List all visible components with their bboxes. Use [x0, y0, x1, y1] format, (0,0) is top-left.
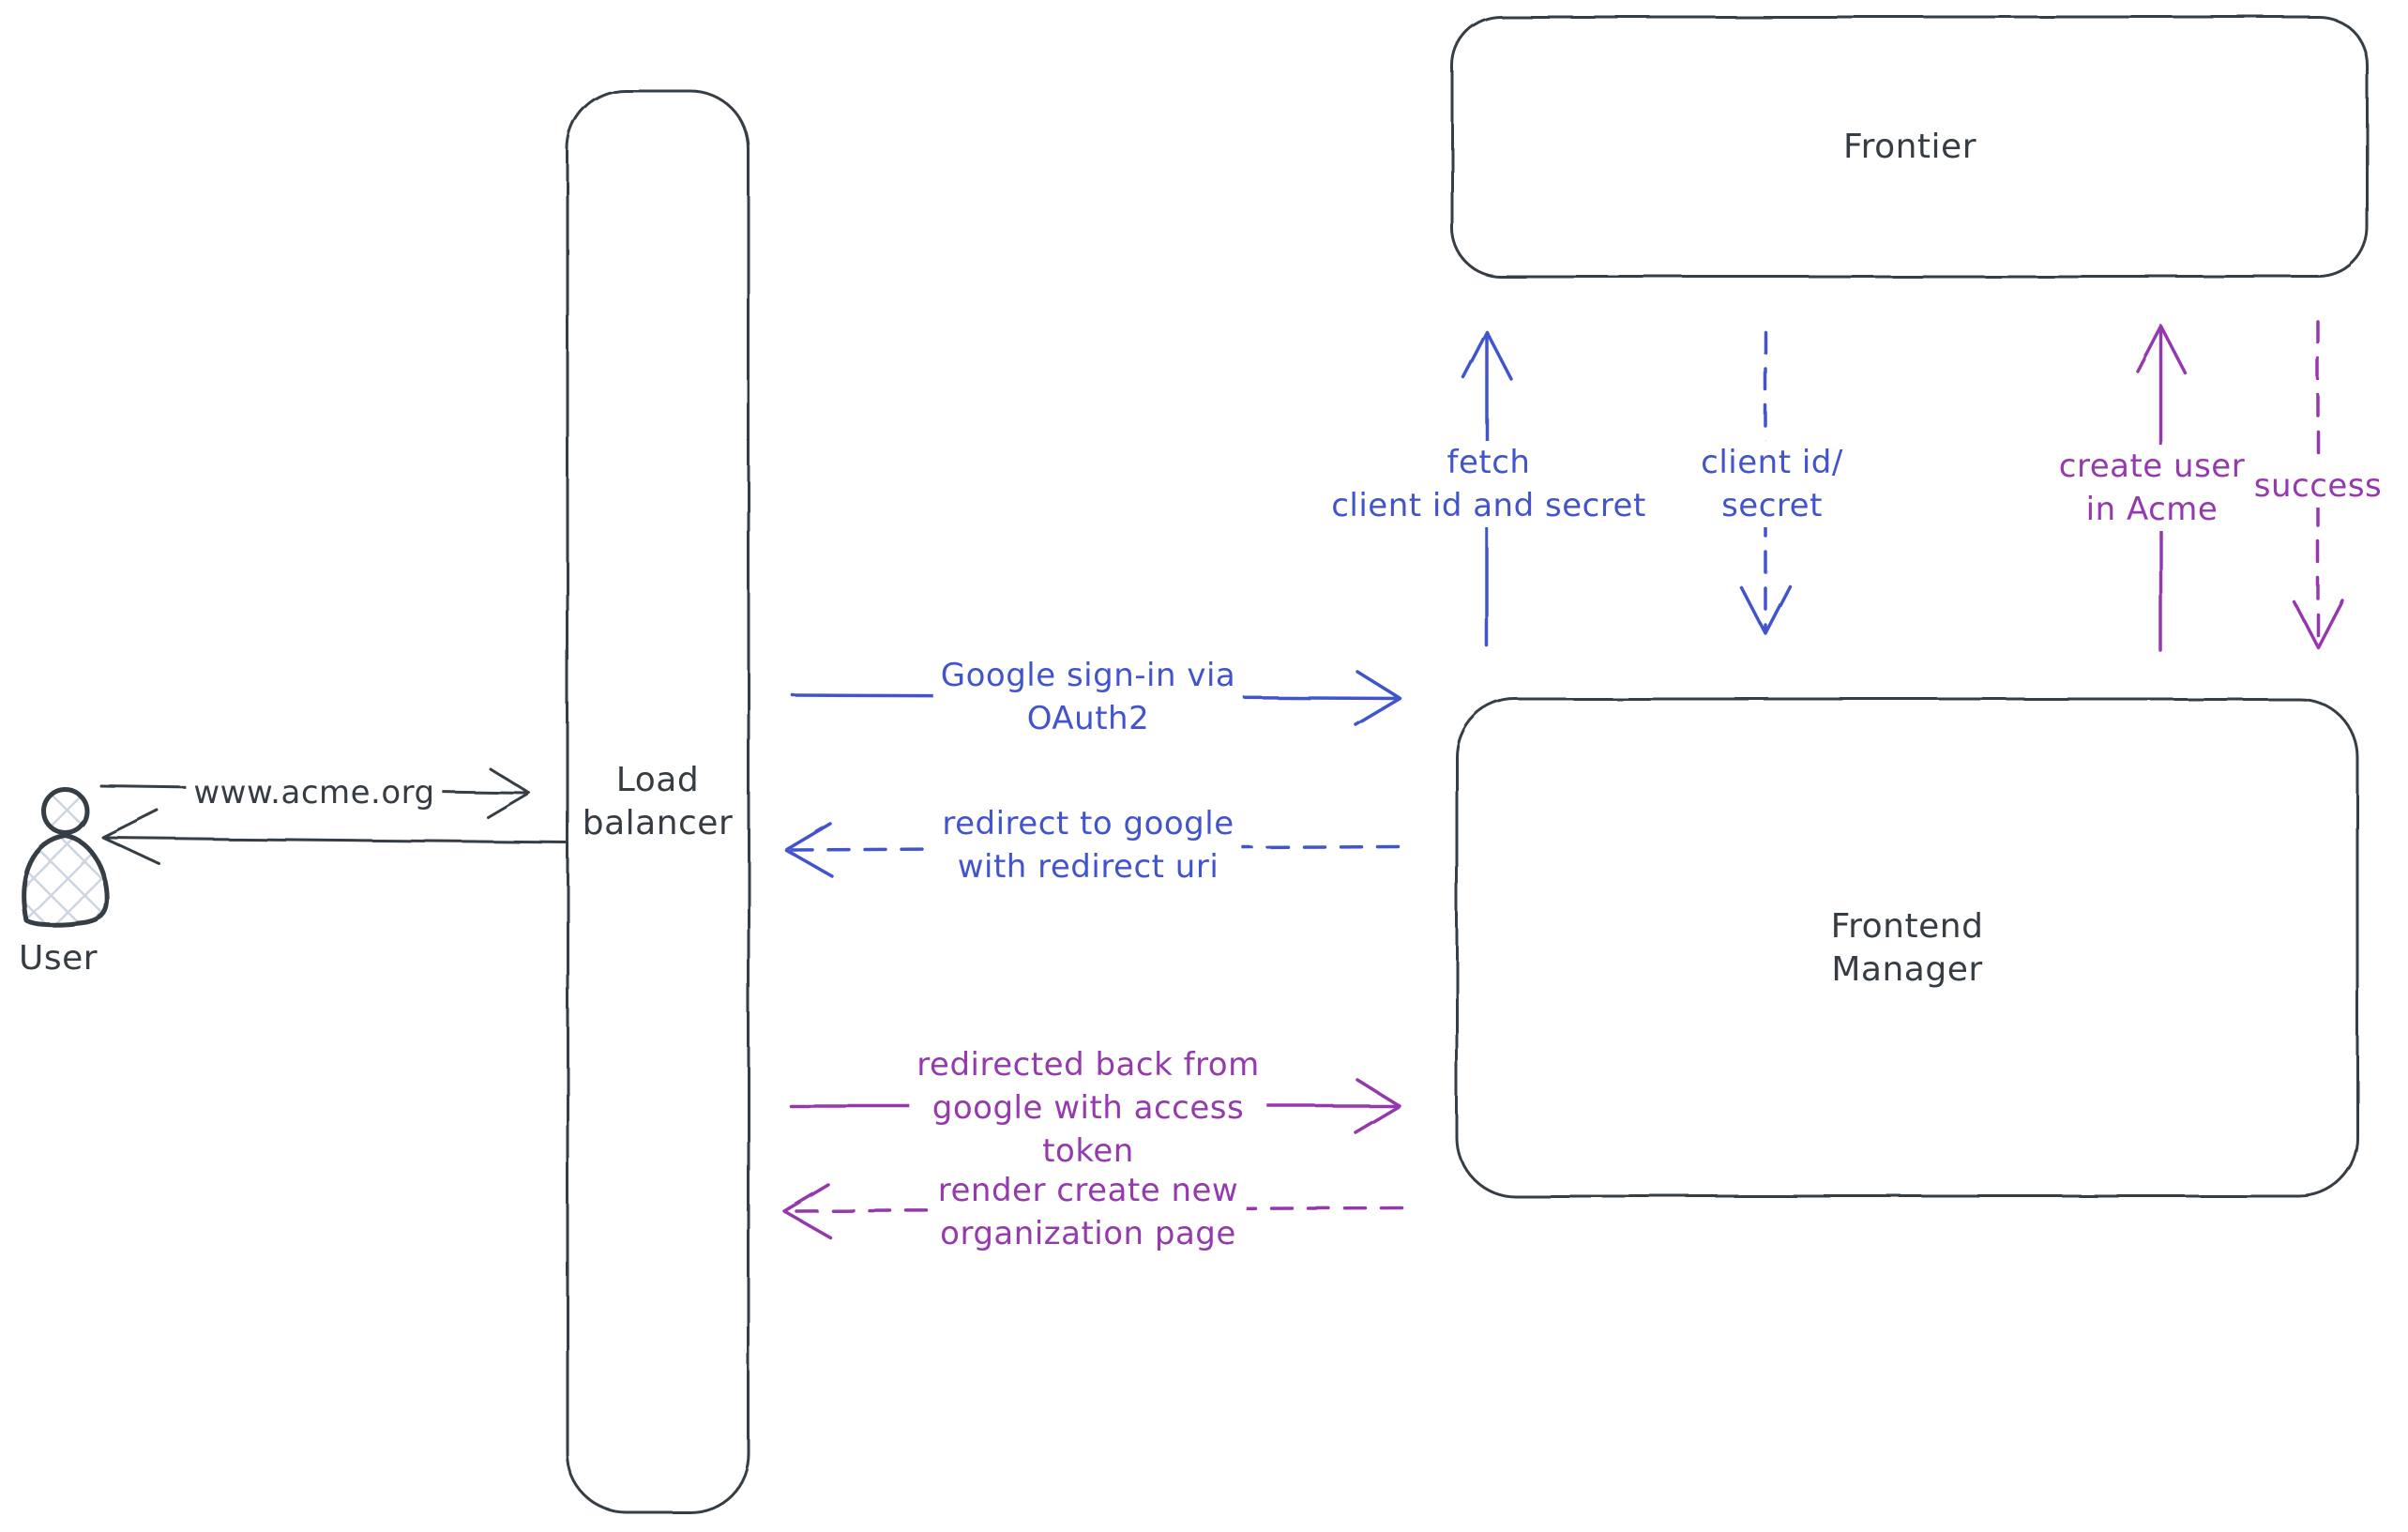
arrow-create-user-head	[2135, 324, 2187, 374]
arrow-render-create-line	[784, 1206, 1404, 1213]
arrow-client-id-secret-head	[1740, 584, 1792, 635]
arrow-render-create-head	[782, 1183, 832, 1239]
arrow-google-signin-line	[791, 693, 1400, 700]
load-balancer-box	[566, 89, 750, 1514]
frontier-box	[1450, 15, 2370, 279]
user-body-icon	[21, 833, 110, 928]
arrow-user-return-head	[101, 809, 161, 866]
arrow-redirect-google-head	[784, 822, 834, 878]
arrow-www-acme-head	[486, 766, 531, 819]
arrow-user-return-line	[103, 836, 569, 844]
arrow-success-head	[2293, 599, 2344, 649]
arrow-redirect-google-line	[786, 844, 1400, 852]
user-head-icon	[41, 787, 90, 836]
arrow-fetch-client-head	[1461, 330, 1513, 381]
arrow-www-acme-line	[99, 784, 529, 795]
frontend-manager-box	[1455, 697, 2359, 1198]
arrow-redirected-back-head	[1354, 1078, 1401, 1134]
arrow-google-signin-head	[1354, 670, 1401, 726]
